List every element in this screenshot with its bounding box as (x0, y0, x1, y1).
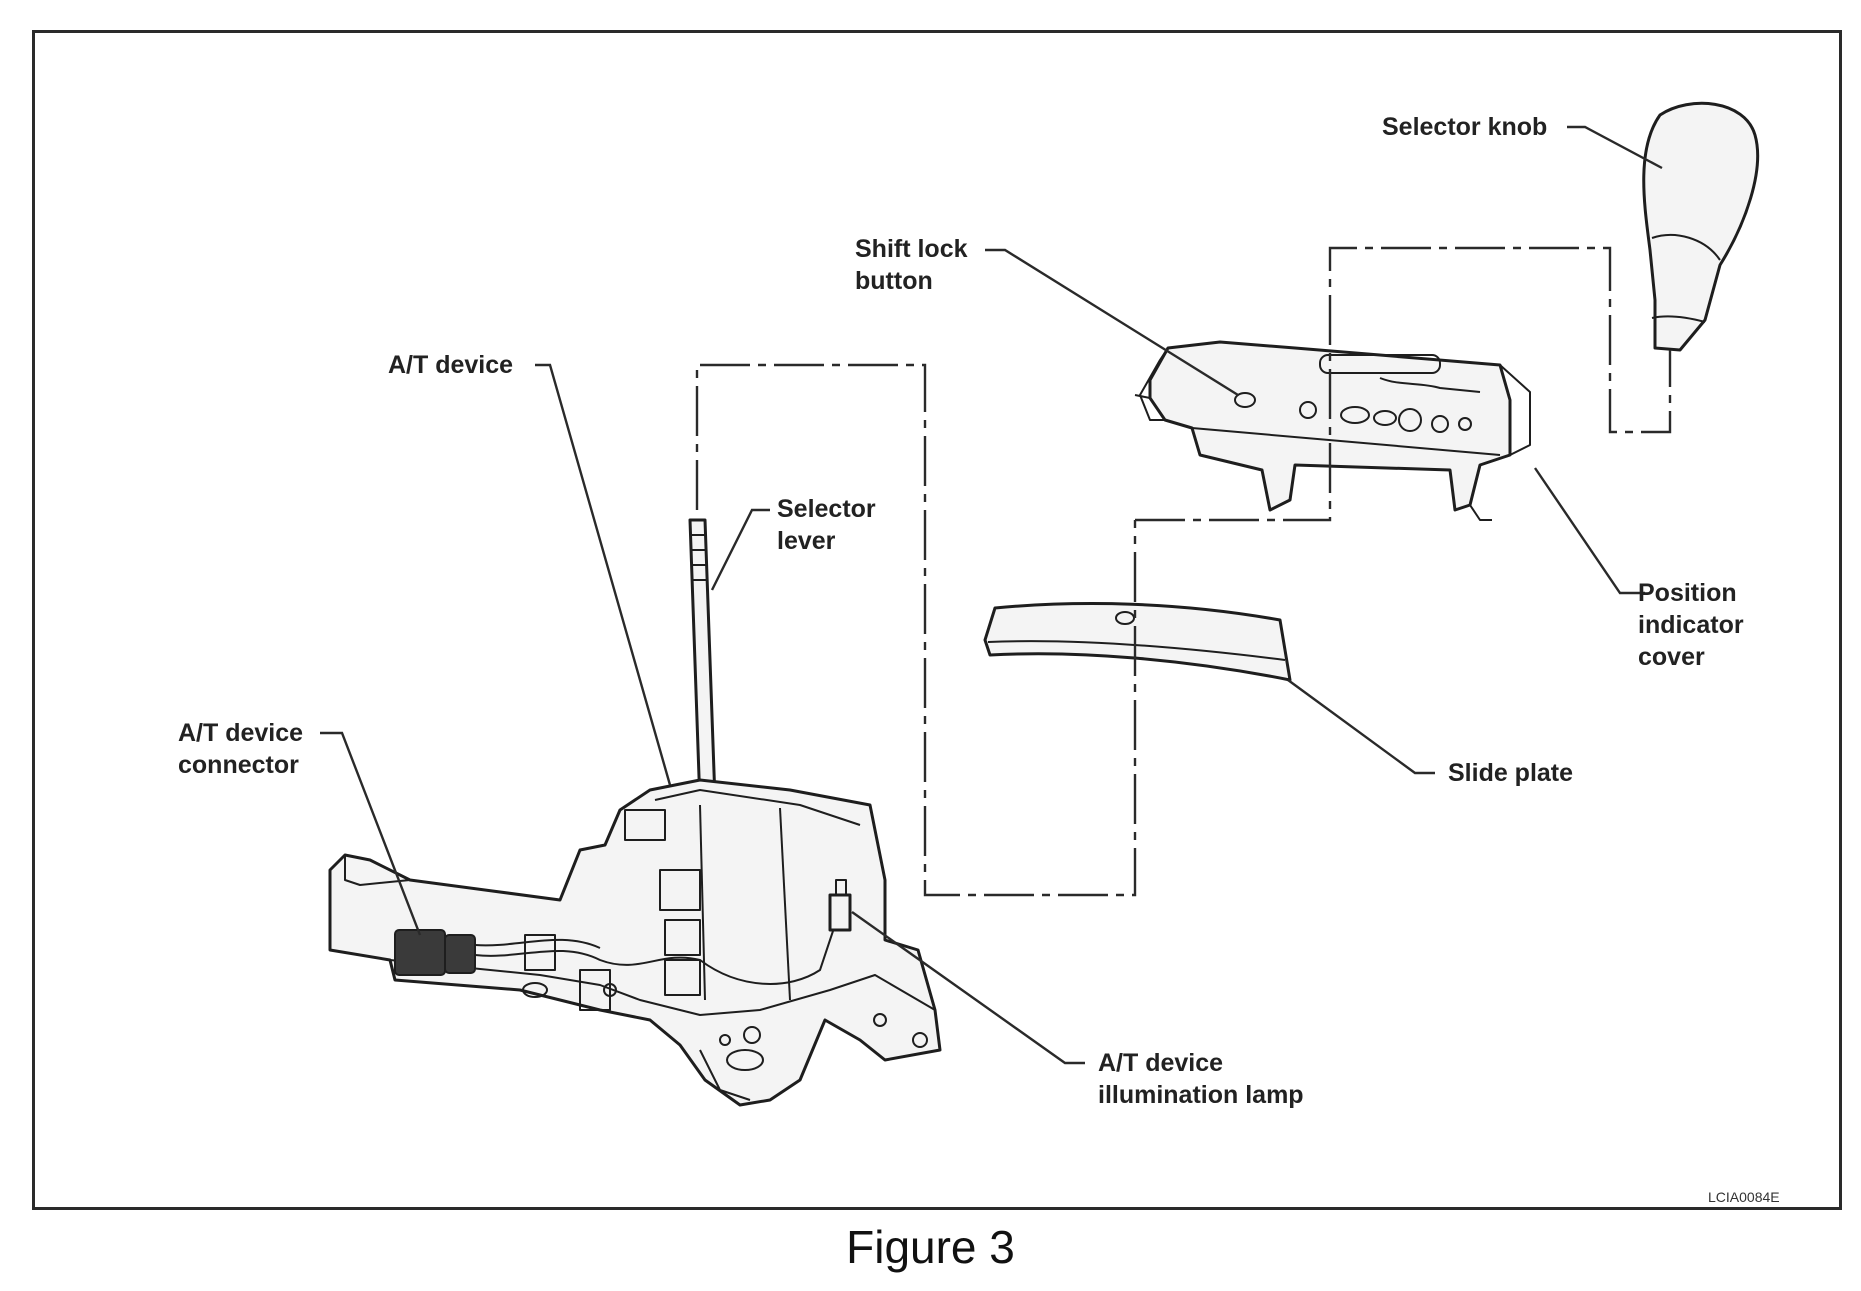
label-at-device: A/T device (388, 351, 513, 379)
label-illumination-lamp-line2: illumination lamp (1098, 1081, 1304, 1109)
position-indicator-cover (1134, 340, 1531, 521)
label-selector-lever-line1: Selector (777, 495, 876, 523)
figure-caption: Figure 3 (846, 1221, 1015, 1273)
label-selector-knob: Selector knob (1382, 113, 1547, 141)
label-at-device-connector-line1: A/T device (178, 719, 303, 747)
illumination-lamp-body (828, 893, 852, 932)
label-selector-lever-line2: lever (777, 527, 836, 555)
figure-frame (32, 30, 1842, 1210)
slide-plate (983, 602, 1292, 682)
figure-code: LCIA0084E (1708, 1189, 1780, 1205)
label-position-indicator-cover-line3: cover (1638, 643, 1705, 671)
label-illumination-lamp-line1: A/T device (1098, 1049, 1223, 1077)
label-position-indicator-cover-line1: Position (1638, 579, 1737, 607)
leader-lines (320, 125, 1663, 1065)
selector-knob (1642, 101, 1760, 352)
label-at-device-connector-line2: connector (178, 751, 299, 779)
at-device-connector-body (394, 929, 446, 976)
alignment-chain-lines (695, 246, 1672, 897)
at-device-assembly (328, 518, 942, 1107)
label-shift-lock-button-line2: button (855, 267, 933, 295)
label-slide-plate: Slide plate (1448, 759, 1573, 787)
label-shift-lock-button-line1: Shift lock (855, 235, 968, 263)
selector-lever-rod (688, 518, 717, 807)
label-position-indicator-cover-line2: indicator (1638, 611, 1744, 639)
